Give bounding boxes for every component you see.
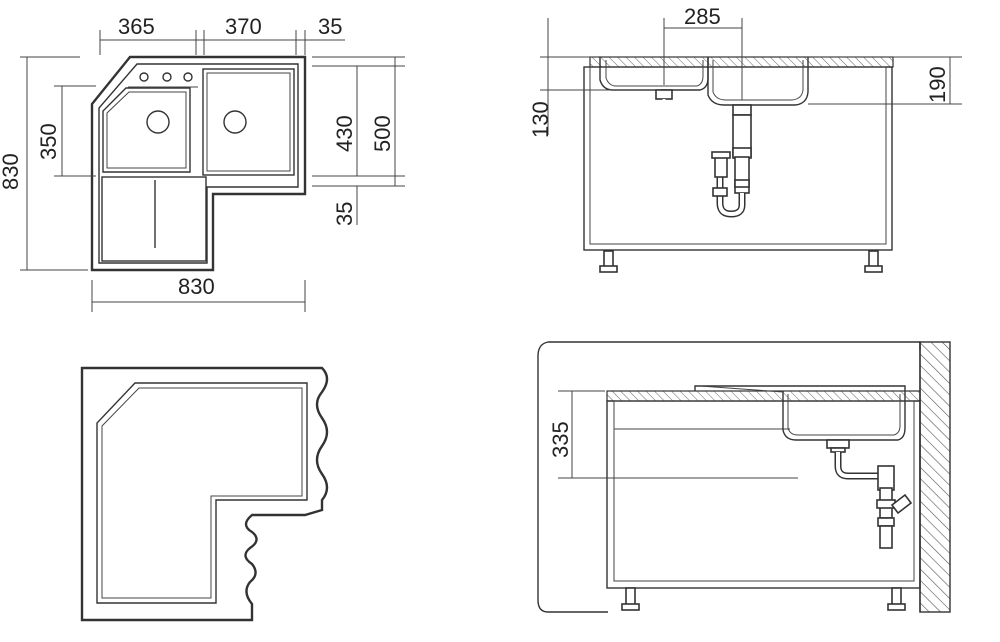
dim-right-430: 430 <box>332 115 357 152</box>
waste-pipe <box>877 465 895 491</box>
cutout-template <box>80 366 329 622</box>
drain-right-icon <box>223 110 247 134</box>
dim-top-mid: 370 <box>225 14 262 39</box>
right-bowl <box>202 68 295 176</box>
countertop <box>606 390 921 402</box>
template-outline <box>80 366 329 622</box>
tap-hole-icon <box>139 72 149 82</box>
wall-hatch <box>919 341 951 613</box>
cutout-line <box>96 382 308 604</box>
dim-335: 335 <box>548 421 573 458</box>
plan-view: 365 370 35 830 350 430 500 35 830 <box>0 14 405 312</box>
left-bowl <box>102 87 191 173</box>
dim-bottom-830: 830 <box>178 274 215 299</box>
dim-285: 285 <box>684 4 721 29</box>
drainer <box>101 176 207 262</box>
dim-top-right: 35 <box>318 14 342 39</box>
dim-190: 190 <box>925 66 950 103</box>
trap <box>834 452 880 480</box>
drain-left-icon <box>146 110 170 134</box>
dim-left-830: 830 <box>0 153 23 190</box>
bowl-profile <box>707 57 809 106</box>
tap-hole-icon <box>183 72 193 82</box>
side-elevation: 335 <box>537 341 951 613</box>
dim-bowl-350: 350 <box>36 123 61 160</box>
dim-right-35: 35 <box>332 202 357 226</box>
sink-outline <box>90 55 307 272</box>
wall-outline <box>548 341 921 350</box>
tap-hole-icon <box>162 72 172 82</box>
dim-right-500: 500 <box>370 115 395 152</box>
dim-top-left: 365 <box>118 14 155 39</box>
front-elevation: 285 130 190 <box>528 4 962 273</box>
dim-130: 130 <box>528 101 553 138</box>
